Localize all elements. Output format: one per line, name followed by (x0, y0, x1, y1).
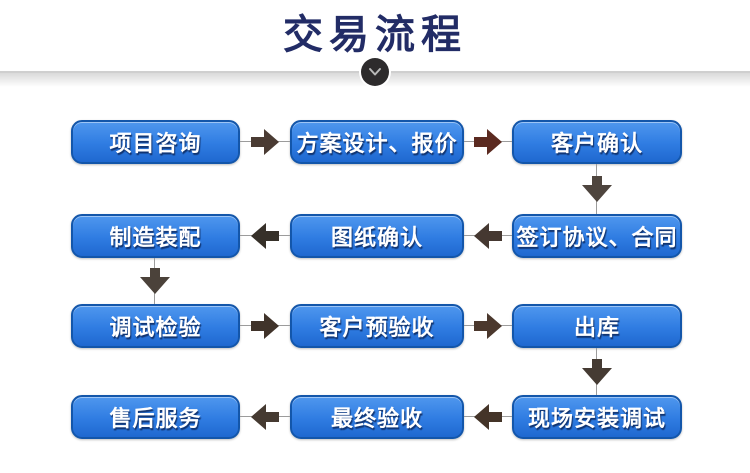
down-arrow-icon (582, 176, 612, 202)
page-title: 交易流程 (283, 13, 467, 57)
left-arrow-icon (474, 223, 502, 249)
left-arrow-icon (251, 223, 279, 249)
flow-step-contract-signing: 签订协议、合同 (512, 214, 682, 258)
left-arrow-icon (251, 404, 279, 430)
arrow-installation-to-final (464, 404, 512, 430)
flow-step-after-sales-service: 售后服务 (71, 395, 240, 439)
chevron-down-icon (361, 58, 389, 86)
arrow-design-to-confirmation (464, 129, 512, 155)
arrow-debugging-to-preacceptance (240, 313, 290, 339)
arrow-project-to-design (240, 129, 290, 155)
arrow-outbound-to-installation (582, 348, 612, 395)
down-arrow-icon (140, 268, 170, 294)
flow-step-manufacturing-assembly: 制造装配 (71, 214, 240, 258)
arrow-final-to-aftersales (240, 404, 290, 430)
down-arrow-icon (582, 358, 612, 385)
flow-step-customer-pre-acceptance: 客户预验收 (290, 304, 464, 348)
right-arrow-icon (251, 129, 279, 155)
arrow-preacceptance-to-outbound (464, 313, 512, 339)
arrow-manufacturing-to-debugging (140, 258, 170, 304)
right-arrow-icon (251, 313, 279, 339)
arrow-drawing-to-manufacturing (240, 223, 290, 249)
right-arrow-icon (474, 129, 502, 155)
flow-step-customer-confirmation: 客户确认 (512, 120, 682, 164)
flow-step-outbound-delivery: 出库 (512, 304, 682, 348)
flow-step-project-consulting: 项目咨询 (71, 120, 240, 164)
flow-step-final-acceptance: 最终验收 (290, 395, 464, 439)
arrow-confirmation-to-contract (582, 164, 612, 214)
flow-step-debugging-inspection: 调试检验 (71, 304, 240, 348)
left-arrow-icon (474, 404, 502, 430)
arrow-contract-to-drawing (464, 223, 512, 249)
flow-step-onsite-installation: 现场安装调试 (512, 395, 682, 439)
right-arrow-icon (474, 313, 502, 339)
flow-step-design-quotation: 方案设计、报价 (290, 120, 464, 164)
flow-step-drawing-confirmation: 图纸确认 (290, 214, 464, 258)
